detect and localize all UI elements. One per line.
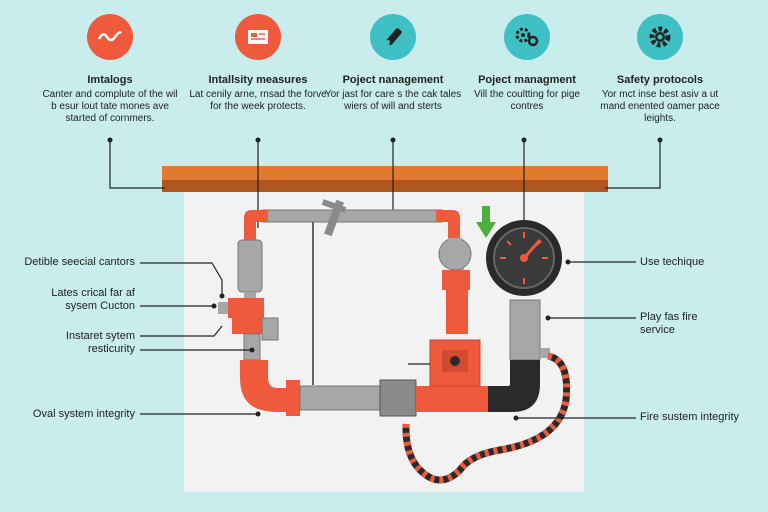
beam-top — [162, 166, 608, 180]
elbow-dark — [488, 360, 540, 412]
document-icon — [235, 14, 281, 60]
elbow-top-right — [436, 210, 460, 238]
gear-icon — [637, 14, 683, 60]
gears-icon — [504, 14, 550, 60]
left-label-3: Instaret sytem resticurity — [65, 330, 135, 355]
top-item-5: Safety protocols Yor mct inse best asiv … — [590, 14, 730, 125]
waveform-icon — [87, 14, 133, 60]
top-item-desc: Yor jast for care s the cak tales wiers … — [324, 89, 462, 112]
right-valve — [442, 270, 470, 290]
top-item-1: Imtalogs Canter and complute of the wil … — [40, 14, 180, 125]
top-item-desc: Vill the coultting for pige contres — [474, 89, 580, 112]
right-label-3: Fire sustem integrity — [640, 411, 740, 423]
top-item-2: Intallsity measures Lat cenily arne, rns… — [188, 14, 328, 113]
left-label-2: Lates crical far af sysem Cucton — [51, 287, 135, 312]
flow-arrow — [476, 206, 496, 238]
top-item-4: Poject managment Vill the coultting for … — [457, 14, 597, 113]
valve-top — [321, 199, 347, 237]
leader-lines-left — [140, 262, 258, 415]
right-label-1: Use techique — [640, 256, 705, 268]
elbow-top-left — [244, 210, 268, 240]
top-item-desc: Canter and complute of the wil b esur lo… — [42, 89, 178, 124]
pipe-bottom-red — [416, 386, 488, 412]
pressure-gauge — [486, 220, 562, 296]
beam-bottom — [162, 180, 608, 192]
gauge-stem — [509, 299, 541, 361]
pipe-top — [261, 209, 443, 223]
top-item-title: Poject nanagement — [342, 74, 444, 86]
left-valve — [228, 298, 264, 318]
top-item-desc: Yor mct inse best asiv a ut mand enented… — [600, 89, 720, 124]
right-label-2: Play fas fire service — [640, 311, 698, 336]
pipe-bottom — [299, 385, 381, 411]
left-label-1: Detible seecial cantors — [24, 256, 135, 268]
leader-lines-top — [109, 140, 661, 228]
top-item-3: Poject nanagement Yor jast for care s th… — [323, 14, 463, 113]
top-item-title: Safety protocols — [616, 74, 704, 86]
filter-housing — [237, 239, 263, 293]
elbow-bottom-left — [240, 360, 300, 412]
top-item-desc: Lat cenily arne, rnsad the forve for the… — [189, 89, 327, 112]
coupling — [379, 379, 417, 417]
leader-dots-top — [107, 137, 663, 143]
top-item-title: Intallsity measures — [208, 74, 308, 86]
leader-lines-right — [408, 261, 636, 419]
top-item-title: Poject managment — [478, 74, 576, 86]
left-label-4: Oval system integrity — [32, 408, 135, 420]
top-item-title: Imtalogs — [87, 74, 133, 86]
wrench-icon — [370, 14, 416, 60]
